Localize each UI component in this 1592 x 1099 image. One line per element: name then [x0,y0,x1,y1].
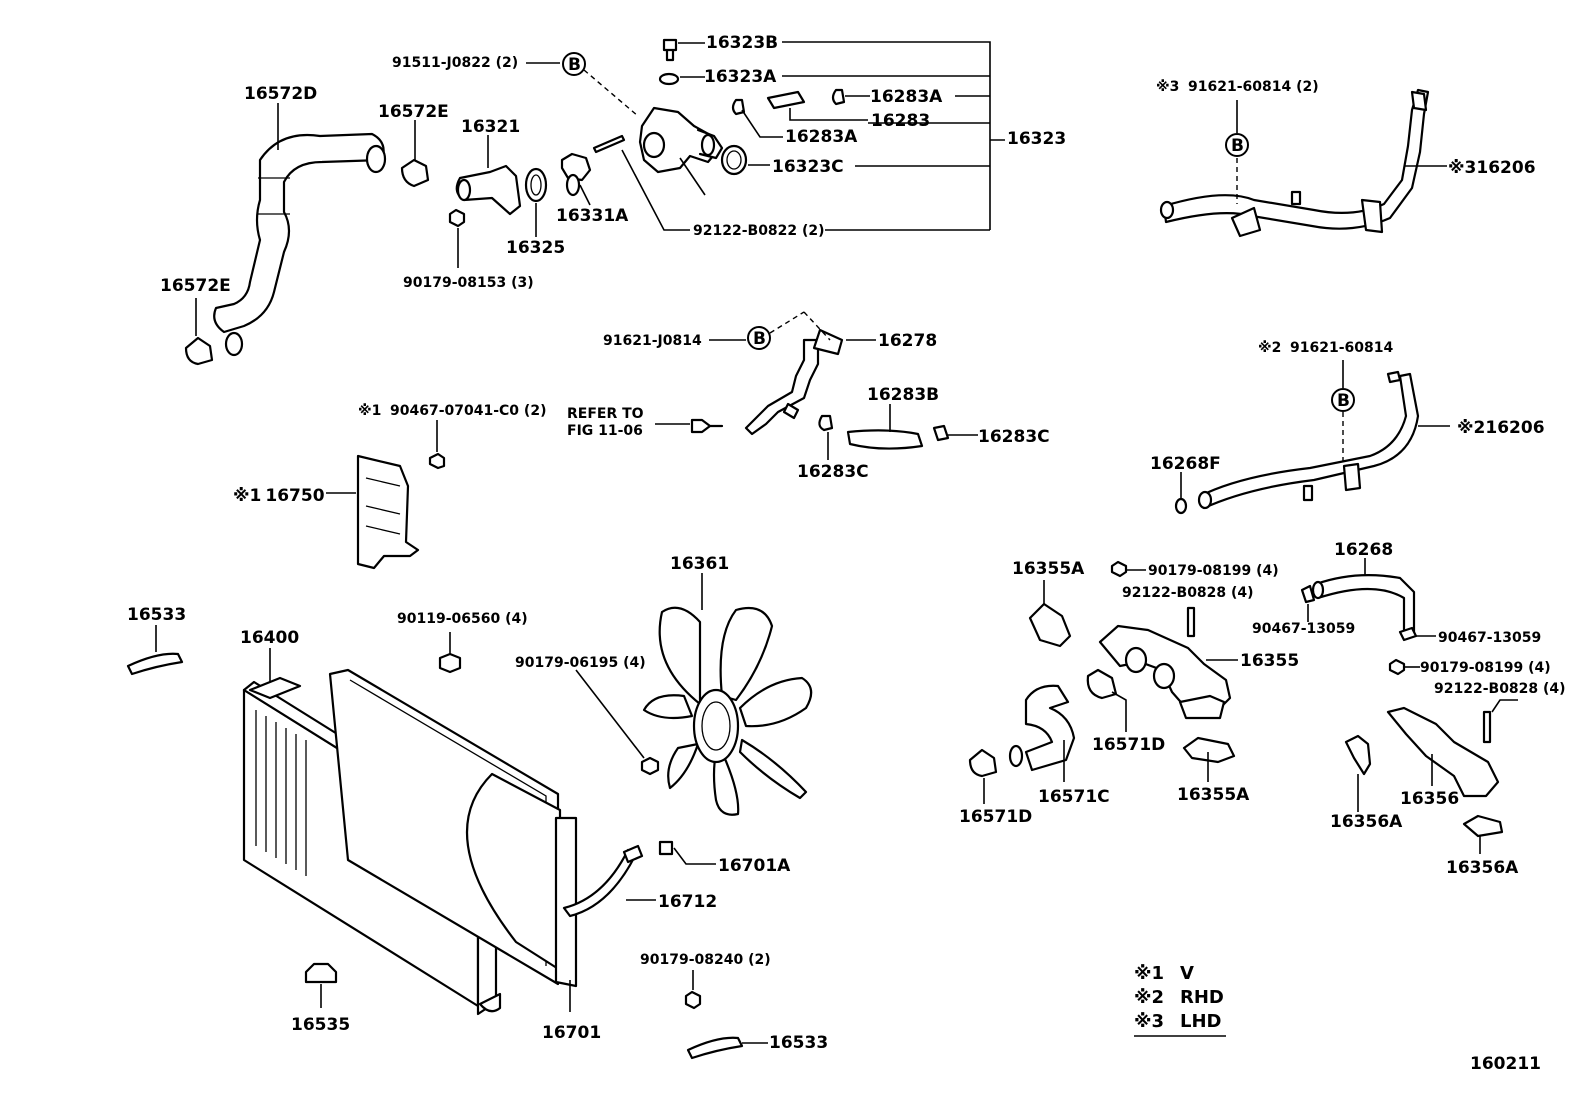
figure-number: 160211 [1470,1054,1541,1074]
label-16321: 16321 [461,117,520,137]
legend: ※1 V ※2 RHD ※3 LHD [1134,963,1226,1037]
label-16535: 16535 [291,1015,350,1035]
label-16283B: 16283B [867,385,939,405]
label-16571D-left: 16571D [959,807,1032,827]
label-refer-to: REFER TO [567,406,644,422]
label-16572D: 16572D [244,84,317,104]
lhd-marker: ※3 [1156,79,1179,95]
lhd-water-pipe [1159,88,1447,238]
label-16701A: 16701A [718,856,791,876]
label-16712: 16712 [658,892,717,912]
label-16206-lhd: ※316206 [1448,158,1536,178]
radiator-shutter [326,420,446,570]
water-inlet-group [968,558,1518,854]
label-90467-07041: 90467-07041-C0 (2) [390,403,546,419]
label-16361: 16361 [670,554,729,574]
label-fig-11-06: FIG 11-06 [567,423,643,439]
marker-b-thermostat: B [568,55,581,75]
label-16323: 16323 [1007,129,1066,149]
marker-b-bypass: B [753,329,766,349]
label-16572E-bottom: 16572E [160,276,231,296]
label-91621-60814-rhd: 91621-60814 [1290,340,1393,356]
legend-text-lhd: LHD [1180,1011,1221,1032]
label-90179-08240: 90179-08240 (2) [640,952,771,968]
label-16571C: 16571C [1038,787,1110,807]
label-16533-top: 16533 [127,605,186,625]
legend-text-rhd: RHD [1180,987,1224,1008]
label-90179-08199-a: 90179-08199 (4) [1148,563,1279,579]
label-16278: 16278 [878,331,937,351]
label-92122-b0828-a: 92122-B0828 (4) [1122,585,1254,601]
label-16268F: 16268F [1150,454,1221,474]
marker-b-rhd: B [1337,391,1350,411]
label-92122-b0822: 92122-B0822 (2) [693,223,825,239]
legend-mark-2: ※2 [1134,987,1164,1008]
label-90179-08199-b: 90179-08199 (4) [1420,660,1551,676]
label-16283C-right: 16283C [978,427,1050,447]
label-90179-08153: 90179-08153 (3) [403,275,534,291]
part-labels: 16323B 16323A 16283A 16283 16283A 16323 … [127,33,1566,1053]
label-16325: 16325 [506,238,565,258]
label-16355: 16355 [1240,651,1299,671]
label-90467-13059-a: 90467-13059 [1252,621,1355,637]
label-16533-bottom: 16533 [769,1033,828,1053]
label-16355A-bottom: 16355A [1177,785,1250,805]
label-16283A-1: 16283A [870,87,943,107]
label-16572E-top: 16572E [378,102,449,122]
cooling-fan [575,573,813,816]
label-91621-j0814: 91621-J0814 [603,333,702,349]
label-16356A-right: 16356A [1446,858,1519,878]
label-16206-rhd: ※216206 [1457,418,1545,438]
rhd-water-pipe [1174,360,1450,515]
label-16331A: 16331A [556,206,629,226]
label-16283A-2: 16283A [785,127,858,147]
legend-mark-3: ※3 [1134,1011,1164,1032]
v-marker: ※1 [358,403,381,419]
label-16283C-left: 16283C [797,462,869,482]
legend-text-v: V [1180,963,1194,984]
radiator-assembly [126,625,768,1060]
label-16701: 16701 [542,1023,601,1043]
bypass-pipe-group [655,311,978,460]
label-16323C: 16323C [772,157,844,177]
label-16283: 16283 [871,111,930,131]
label-16323A: 16323A [704,67,777,87]
label-90179-06195: 90179-06195 (4) [515,655,646,671]
label-16355A-top: 16355A [1012,559,1085,579]
label-16356: 16356 [1400,789,1459,809]
marker-b-lhd: B [1231,136,1244,156]
label-92122-b0828-b: 92122-B0828 (4) [1434,681,1566,697]
label-90467-13059-b: 90467-13059 [1438,630,1541,646]
label-90119-06560: 90119-06560 (4) [397,611,528,627]
rhd-marker: ※2 [1258,340,1281,356]
water-outlet-group [184,38,1005,366]
label-16268: 16268 [1334,540,1393,560]
label-91511-j0822: 91511-J0822 (2) [392,55,518,71]
label-16356A-left: 16356A [1330,812,1403,832]
label-16323B: 16323B [706,33,778,53]
label-91621-60814-lhd: 91621-60814 (2) [1188,79,1319,95]
legend-mark-1: ※1 [1134,963,1164,984]
label-16571D-right: 16571D [1092,735,1165,755]
label-16400: 16400 [240,628,299,648]
